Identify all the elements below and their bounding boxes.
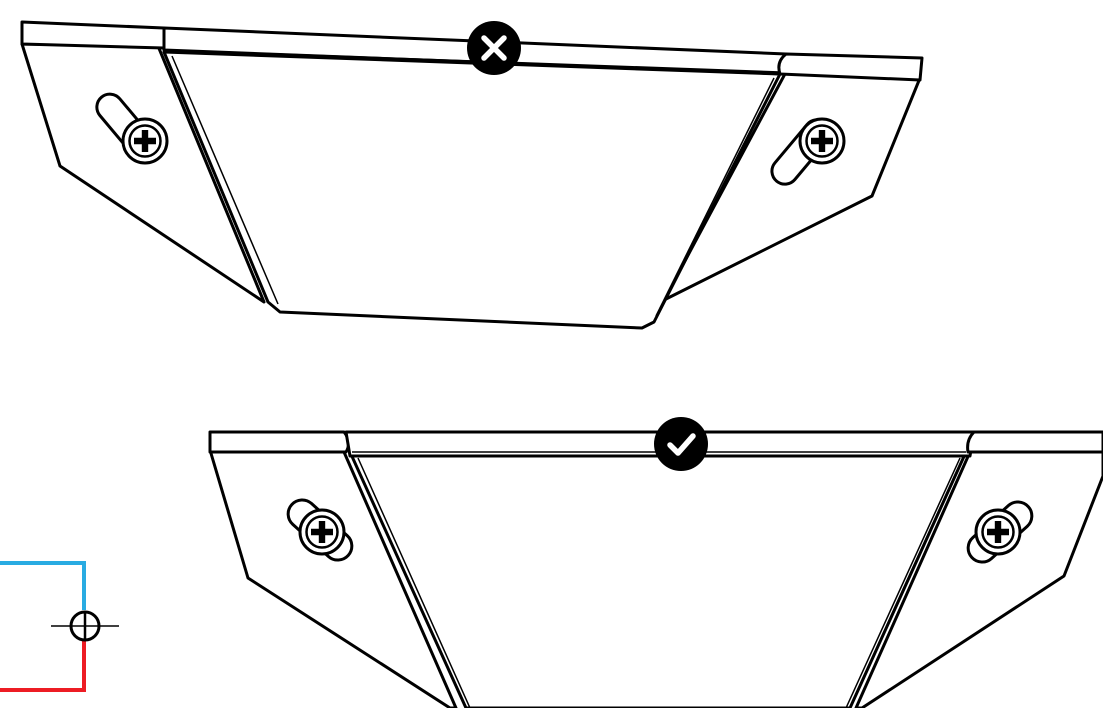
left-screw-icon [121, 117, 169, 165]
alignment-indicator [0, 561, 119, 692]
upper-guide-line [0, 561, 86, 610]
check-circle-icon [654, 417, 708, 471]
right-screw-icon [798, 117, 846, 165]
correct-bracket-panel [208, 417, 1103, 708]
incorrect-bracket-panel [20, 20, 924, 330]
top-rail [20, 20, 169, 50]
x-circle-icon [467, 21, 521, 75]
crosshair-icon [51, 610, 119, 642]
lower-guide-line [0, 640, 86, 692]
left-screw-icon [298, 508, 346, 556]
top-rail [208, 430, 351, 454]
right-screw-icon [974, 508, 1022, 556]
